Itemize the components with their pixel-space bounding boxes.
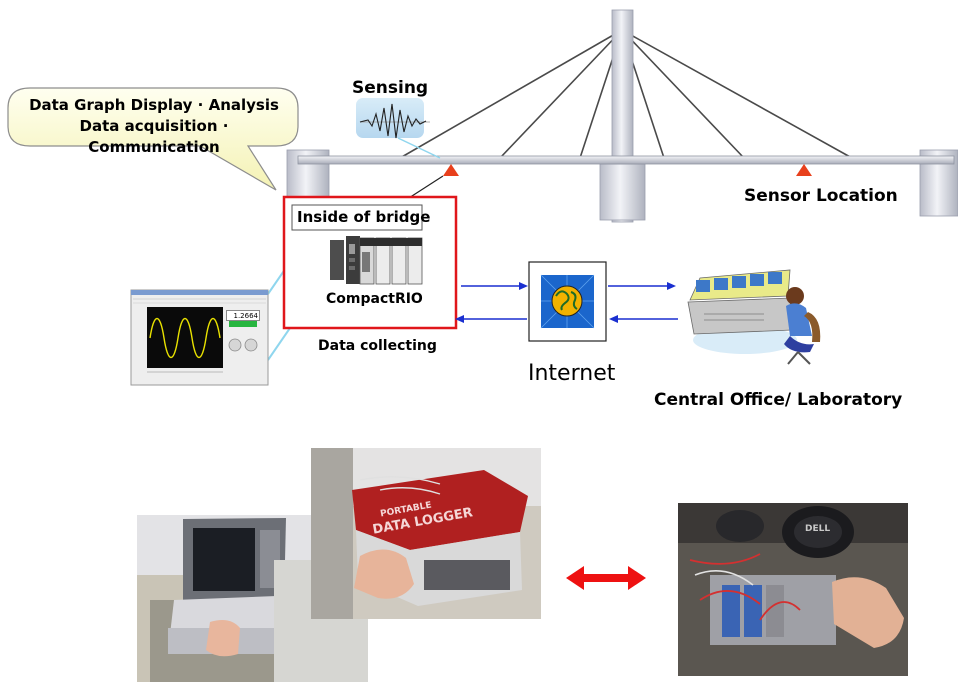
callout-bubble (7, 87, 299, 191)
bridge-pier-center (599, 163, 646, 221)
monitor-screen (130, 289, 269, 386)
network-arrows (455, 282, 678, 323)
callout-text: Data Graph Display · Analysis Data acqui… (14, 95, 294, 158)
sensor-location-label: Sensor Location (744, 186, 898, 206)
photo-data-logger (311, 448, 541, 619)
bridge-deck (297, 155, 955, 165)
pc-brand-label: DELL (805, 524, 831, 534)
sensing-connector (397, 137, 441, 159)
callout-line-2: Data acquisition · Communication (79, 117, 229, 156)
daq-box-title: Inside of bridge (297, 208, 431, 226)
office-label: Central Office/ Laboratory (654, 390, 903, 410)
daq-box-title-frame (291, 204, 423, 231)
compactrio-device-icon (330, 236, 423, 285)
callout-line-1: Data Graph Display · Analysis (29, 96, 279, 114)
sensor-marker-left (443, 164, 459, 176)
zoom-line-bottom (267, 327, 291, 361)
internet-label: Internet (528, 361, 616, 386)
sensing-signal (356, 98, 430, 139)
internet-globe-icon (528, 261, 607, 342)
sensor-marker-right (796, 164, 812, 176)
compactrio-label: CompactRIO (326, 291, 423, 307)
exchange-arrow (566, 566, 646, 590)
office-operator-icon (687, 269, 821, 365)
data-collecting-caption: Data collecting (318, 338, 437, 354)
photo-compactrio-setup (678, 503, 908, 676)
sensing-label: Sensing (352, 78, 429, 98)
screen-readout: 1.2664 (226, 310, 260, 321)
